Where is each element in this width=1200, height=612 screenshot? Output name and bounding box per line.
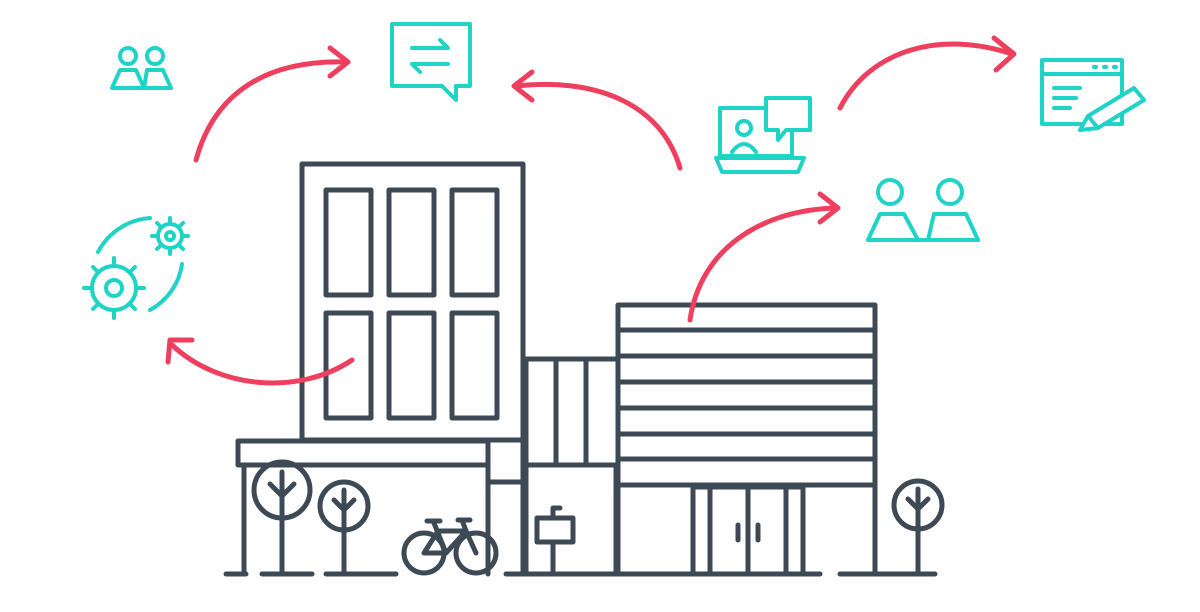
tree-left-small [317, 479, 371, 577]
video-call-laptop-icon [714, 96, 812, 174]
gears-cycle-icon [82, 216, 190, 320]
arrow-users-to-chat [193, 45, 351, 163]
chat-exchange-icon [390, 22, 472, 102]
arrow-laptop-to-chat [511, 69, 683, 171]
bicycle [401, 517, 499, 576]
tree-right [891, 478, 945, 577]
document-edit-icon [1040, 58, 1146, 132]
tree-left-large [251, 459, 313, 577]
building-group [223, 161, 945, 577]
mailbox [534, 505, 576, 577]
arrow-tower-to-gears [165, 337, 355, 386]
entrance-doors [690, 484, 806, 577]
striped-building [615, 302, 878, 577]
tall-tower [299, 161, 526, 443]
arrow-laptop-to-document [837, 35, 1017, 111]
users-icon [866, 178, 980, 242]
arrow-group [165, 35, 1017, 386]
arrow-building-to-users [687, 191, 841, 323]
users-icon [110, 46, 173, 90]
